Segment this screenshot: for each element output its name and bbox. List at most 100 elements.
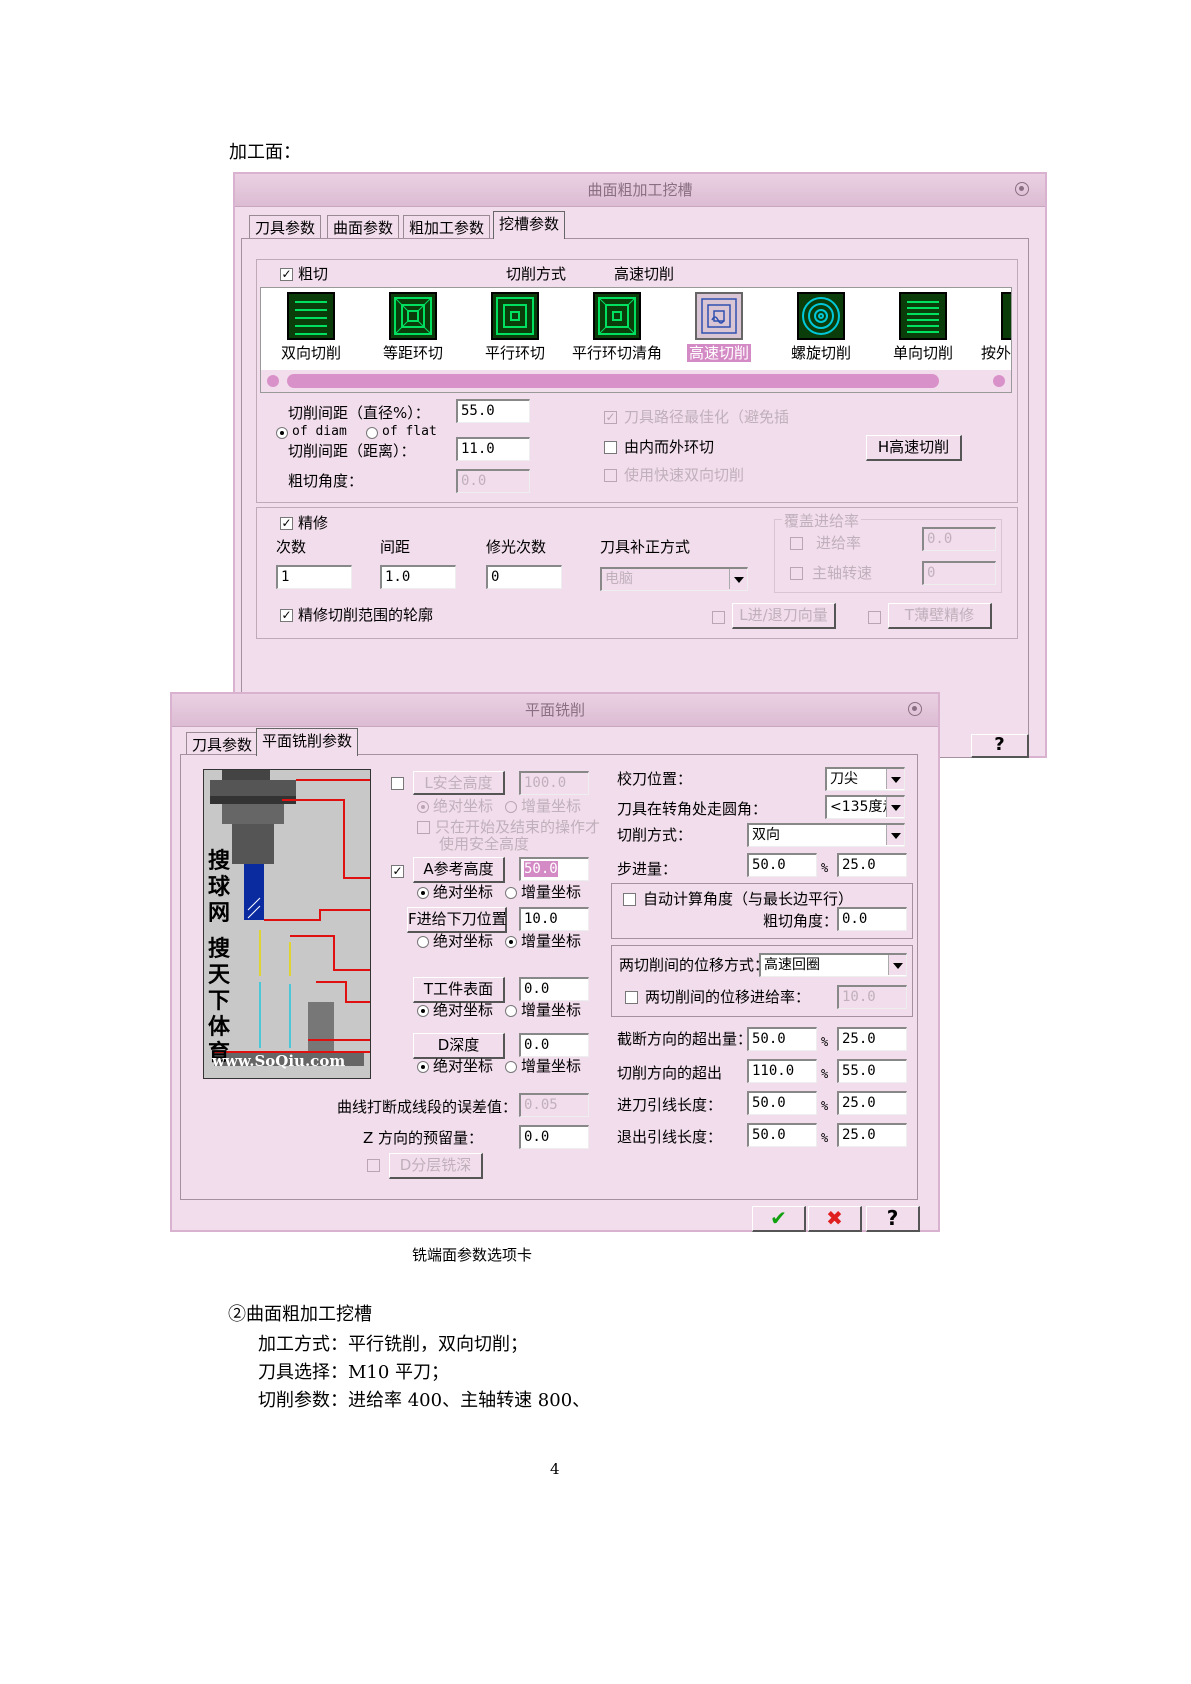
top-of-stock-button[interactable]: T工件表面: [413, 977, 505, 1003]
tab-tool-params[interactable]: 刀具参数: [249, 215, 322, 239]
feed-plane-abs-radio[interactable]: [417, 936, 429, 948]
override-spindle-checkbox[interactable]: [790, 567, 803, 580]
leadinout-button[interactable]: L进/退刀向量: [732, 603, 836, 629]
override-spindle-input[interactable]: 0: [922, 561, 996, 585]
of-diam-radio[interactable]: [276, 427, 288, 439]
inside-out-checkbox[interactable]: [604, 441, 617, 454]
toolpath-optimize-checkbox[interactable]: ✓: [604, 410, 617, 424]
retract-checkbox[interactable]: ✓: [391, 864, 404, 878]
approach-input[interactable]: 50.0: [747, 1091, 817, 1115]
cut-method-select[interactable]: 双向: [747, 823, 905, 847]
cutter-comp-select[interactable]: 电脑: [600, 567, 748, 591]
override-feed-checkbox[interactable]: [790, 537, 803, 550]
along-overlap-input[interactable]: 110.0: [747, 1059, 817, 1083]
cut-pattern-list[interactable]: 双向切削 等距环切 平行环切 平行环切清角 高速切削 螺旋切削: [260, 287, 1012, 393]
high-speed-button[interactable]: H高速切削: [866, 435, 962, 461]
tab-surface-params[interactable]: 曲面参数: [327, 215, 400, 239]
roll-corner-select[interactable]: <135度走: [825, 795, 905, 819]
override-feed-input[interactable]: 0.0: [922, 527, 996, 551]
only-start-end-checkbox[interactable]: [417, 821, 430, 834]
feed-plane-input[interactable]: 10.0: [519, 907, 589, 931]
finish-contour-checkbox[interactable]: ✓: [280, 608, 293, 622]
retract-input[interactable]: 50.0: [519, 857, 589, 881]
top-inc-radio[interactable]: [505, 1005, 517, 1017]
across-overlap-pct-input[interactable]: 25.0: [837, 1027, 907, 1051]
stepover-dist-input[interactable]: 11.0: [456, 437, 530, 461]
tip-comp-select[interactable]: 刀尖: [825, 767, 905, 791]
close-icon[interactable]: [1015, 182, 1029, 196]
clearance-abs-radio[interactable]: [417, 801, 429, 813]
ok-button[interactable]: ✔: [752, 1206, 806, 1232]
top-abs-radio[interactable]: [417, 1005, 429, 1017]
spring-passes-input[interactable]: 0: [486, 565, 562, 589]
clearance-inc-radio[interactable]: [505, 801, 517, 813]
rough-checkbox[interactable]: ✓: [280, 267, 293, 281]
tolerance-input[interactable]: 0.05: [519, 1093, 589, 1117]
thinwall-checkbox[interactable]: [868, 611, 881, 624]
cancel-button[interactable]: ✖: [808, 1206, 862, 1232]
chevron-down-icon[interactable]: [886, 769, 904, 789]
top-of-stock-input[interactable]: 0.0: [519, 977, 589, 1001]
exit-input[interactable]: 50.0: [747, 1123, 817, 1147]
pattern-scrollbar[interactable]: [261, 370, 1011, 392]
close-icon[interactable]: [908, 702, 922, 716]
finish-spacing-input[interactable]: 1.0: [380, 565, 456, 589]
close-icon: ✖: [826, 1206, 843, 1230]
move-between-select[interactable]: 高速回圈: [759, 953, 907, 977]
scroll-thumb[interactable]: [287, 374, 939, 388]
finish-checkbox[interactable]: ✓: [280, 516, 293, 530]
stepover-input[interactable]: 50.0: [747, 853, 817, 877]
stock-to-leave-input[interactable]: 0.0: [519, 1125, 589, 1149]
across-overlap-input[interactable]: 50.0: [747, 1027, 817, 1051]
along-overlap-pct-input[interactable]: 55.0: [837, 1059, 907, 1083]
zigzag-icon[interactable]: [287, 292, 335, 340]
finish-count-input[interactable]: 1: [276, 565, 352, 589]
high-speed-icon[interactable]: [695, 292, 743, 340]
clearance-checkbox[interactable]: [391, 777, 404, 790]
chevron-down-icon[interactable]: [886, 825, 904, 845]
tab-tool-params[interactable]: 刀具参数: [186, 732, 259, 756]
tab-facing-params[interactable]: 平面铣削参数: [256, 728, 359, 756]
feed-plane-inc-radio[interactable]: [505, 936, 517, 948]
scroll-right-icon[interactable]: [993, 375, 1005, 387]
approach-pct-input[interactable]: 25.0: [837, 1091, 907, 1115]
rough-angle-input[interactable]: 0.0: [837, 907, 907, 931]
feed-plane-button[interactable]: F进给下刀位置: [407, 907, 507, 933]
tab-pocket-params[interactable]: 挖槽参数: [493, 211, 566, 239]
of-flat-radio[interactable]: [366, 427, 378, 439]
parallel-spiral-clean-corners-icon[interactable]: [593, 292, 641, 340]
help-button[interactable]: ?: [866, 1206, 920, 1232]
leadinout-checkbox[interactable]: [712, 611, 725, 624]
thinwall-button[interactable]: T薄壁精修: [888, 603, 992, 629]
morph-spiral-icon[interactable]: [1001, 292, 1011, 340]
move-feed-input[interactable]: 10.0: [837, 985, 907, 1009]
chevron-down-icon[interactable]: [886, 797, 904, 817]
scroll-left-icon[interactable]: [267, 375, 279, 387]
retract-abs-radio[interactable]: [417, 887, 429, 899]
parallel-spiral-icon[interactable]: [491, 292, 539, 340]
chevron-down-icon[interactable]: [729, 569, 747, 589]
exit-pct-input[interactable]: 25.0: [837, 1123, 907, 1147]
stepover-pct-input[interactable]: 25.0: [837, 853, 907, 877]
auto-angle-checkbox[interactable]: [623, 893, 636, 906]
true-spiral-icon[interactable]: [797, 292, 845, 340]
clearance-input[interactable]: 100.0: [519, 771, 589, 795]
depth-cuts-button[interactable]: D分层铣深: [389, 1153, 483, 1179]
stepover-pct-input[interactable]: 55.0: [456, 399, 530, 423]
tab-rough-params[interactable]: 粗加工参数: [403, 215, 491, 239]
depth-button[interactable]: D深度: [413, 1033, 505, 1059]
retract-inc-radio[interactable]: [505, 887, 517, 899]
depth-cuts-checkbox[interactable]: [367, 1159, 380, 1172]
depth-abs-radio[interactable]: [417, 1061, 429, 1073]
rough-angle-input[interactable]: 0.0: [456, 469, 530, 493]
one-way-icon[interactable]: [899, 292, 947, 340]
depth-inc-radio[interactable]: [505, 1061, 517, 1073]
help-button[interactable]: ?: [971, 734, 1029, 758]
depth-input[interactable]: 0.0: [519, 1033, 589, 1057]
retract-button[interactable]: A参考高度: [413, 857, 505, 883]
chevron-down-icon[interactable]: [888, 955, 906, 975]
fast-bidir-checkbox[interactable]: [604, 469, 617, 482]
clearance-button[interactable]: L安全高度: [413, 771, 505, 795]
constant-overlap-spiral-icon[interactable]: [389, 292, 437, 340]
move-feed-checkbox[interactable]: [625, 991, 638, 1004]
